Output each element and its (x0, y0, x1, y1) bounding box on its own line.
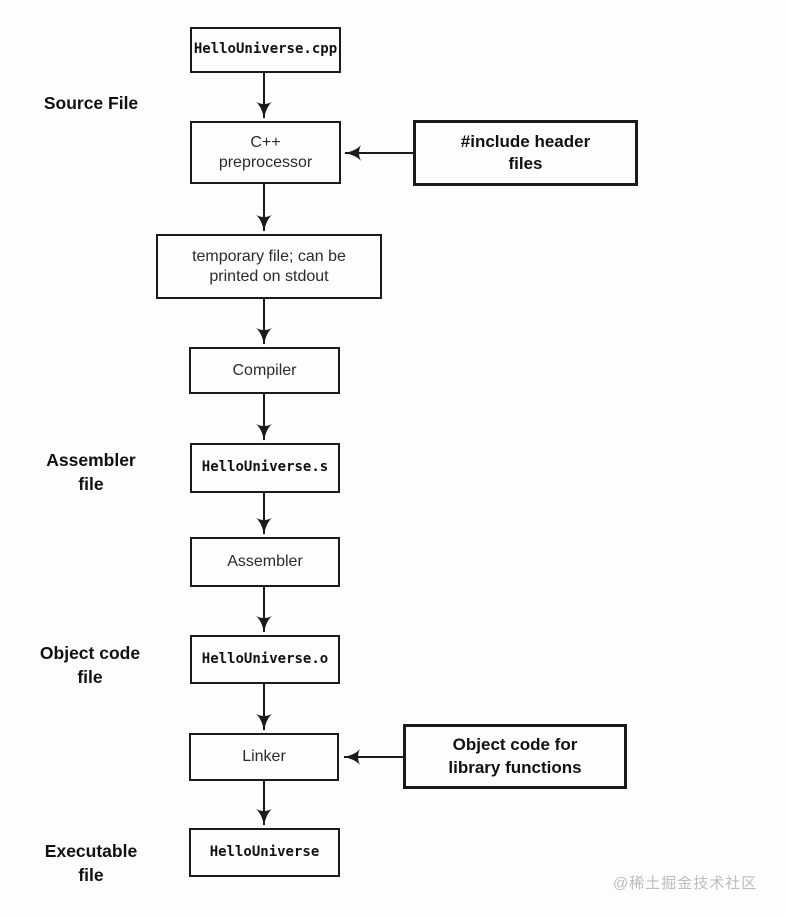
side-label-line: Source File (43, 93, 139, 113)
side-label-line: Assembler (46, 450, 136, 470)
node-hellouniverse-cpp: HelloUniverse.cpp (190, 27, 341, 73)
watermark-text: @稀土掘金技术社区 (613, 875, 758, 892)
annotation-library-object-code: Object code for library functions (403, 724, 627, 789)
node-compiler: Compiler (189, 347, 340, 394)
node-label: preprocessor (218, 153, 313, 171)
side-label-line: file (78, 864, 104, 885)
node-cpp-preprocessor: C++ preprocessor (190, 121, 341, 184)
node-hellouniverse-s: HelloUniverse.s (190, 443, 340, 493)
node-label: C++ (250, 133, 281, 151)
label-source-file: Source File (20, 92, 162, 116)
annotation-label: Object code for (452, 735, 578, 755)
node-hellouniverse-o: HelloUniverse.o (190, 635, 340, 684)
node-label: HelloUniverse.cpp (193, 41, 338, 58)
side-label-line: Object code (39, 643, 141, 663)
node-label: Linker (242, 748, 286, 765)
node-label: HelloUniverse.o (201, 650, 329, 667)
annotation-label: files (508, 154, 543, 173)
node-label: temporary file; can be (192, 247, 346, 265)
node-temporary-file: temporary file; can be printed on stdout (156, 234, 382, 299)
label-assembler-file: Assembler file (20, 449, 162, 496)
side-label-line: Executable (44, 841, 138, 861)
node-label: HelloUniverse (209, 843, 320, 860)
label-object-code-file: Object code file (14, 642, 166, 689)
annotation-include-headers: #include header files (413, 120, 638, 186)
node-assembler: Assembler (190, 537, 340, 587)
side-label-line: file (78, 473, 104, 494)
node-hellouniverse-exe: HelloUniverse (189, 828, 340, 877)
node-label: HelloUniverse.s (201, 459, 329, 476)
node-label: printed on stdout (209, 267, 329, 285)
node-label: Assembler (227, 553, 303, 570)
node-label: Compiler (232, 361, 297, 379)
label-executable-file: Executable file (20, 840, 162, 887)
node-linker: Linker (189, 733, 339, 781)
side-label-line: file (77, 666, 103, 687)
annotation-label: library functions (448, 757, 582, 777)
annotation-label: #include header (460, 131, 591, 151)
